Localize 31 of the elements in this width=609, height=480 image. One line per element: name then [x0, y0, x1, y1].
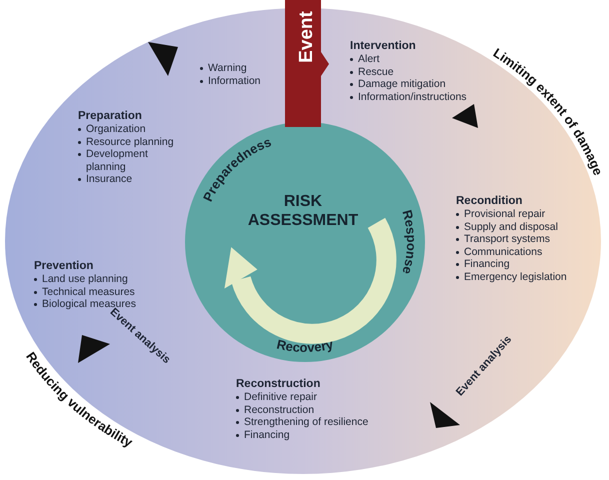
bullet-text: Communications — [464, 246, 542, 258]
bullet-text: Strengthening of resilience — [244, 416, 368, 428]
list-heading: Prevention — [34, 260, 94, 273]
bullet-text: Information — [208, 74, 261, 86]
bullet-text: Technical measures — [42, 286, 135, 298]
bullet-text: Insurance — [86, 173, 132, 185]
bullet-text: Development planning — [86, 148, 148, 172]
event-label: Event — [295, 10, 318, 65]
bullet-text: Damage mitigation — [358, 78, 446, 90]
bullet-text: Rescue — [358, 66, 394, 78]
bullet-text: Reconstruction — [244, 404, 314, 416]
bullet-text: Alert — [358, 53, 380, 65]
bullet-text: Provisional repair — [464, 208, 546, 220]
title-text: RISK ASSESSMENT — [248, 193, 359, 230]
bullet-text: Information/instructions — [358, 90, 467, 102]
bullet-text: Transport systems — [464, 233, 550, 245]
list-heading: Recondition — [456, 195, 522, 208]
bullet-text: Organization — [86, 123, 146, 135]
bullet-text: Emergency legislation — [464, 270, 567, 282]
bullet-text: Resource planning — [86, 136, 174, 148]
bullet-text: Definitive repair — [244, 391, 317, 403]
list-heading: Preparation — [78, 110, 142, 123]
list-heading: Reconstruction — [236, 378, 320, 391]
bullet-text: Financing — [244, 428, 290, 440]
recovery-label: Recovery — [275, 336, 335, 356]
bullet-text: Land use planning — [42, 273, 128, 285]
bullet-text: Supply and disposal — [464, 220, 558, 232]
event-banner — [285, 0, 329, 127]
list-heading: Intervention — [350, 40, 416, 53]
bullet-text: Warning — [208, 62, 247, 74]
bullet-text: Financing — [464, 258, 510, 270]
